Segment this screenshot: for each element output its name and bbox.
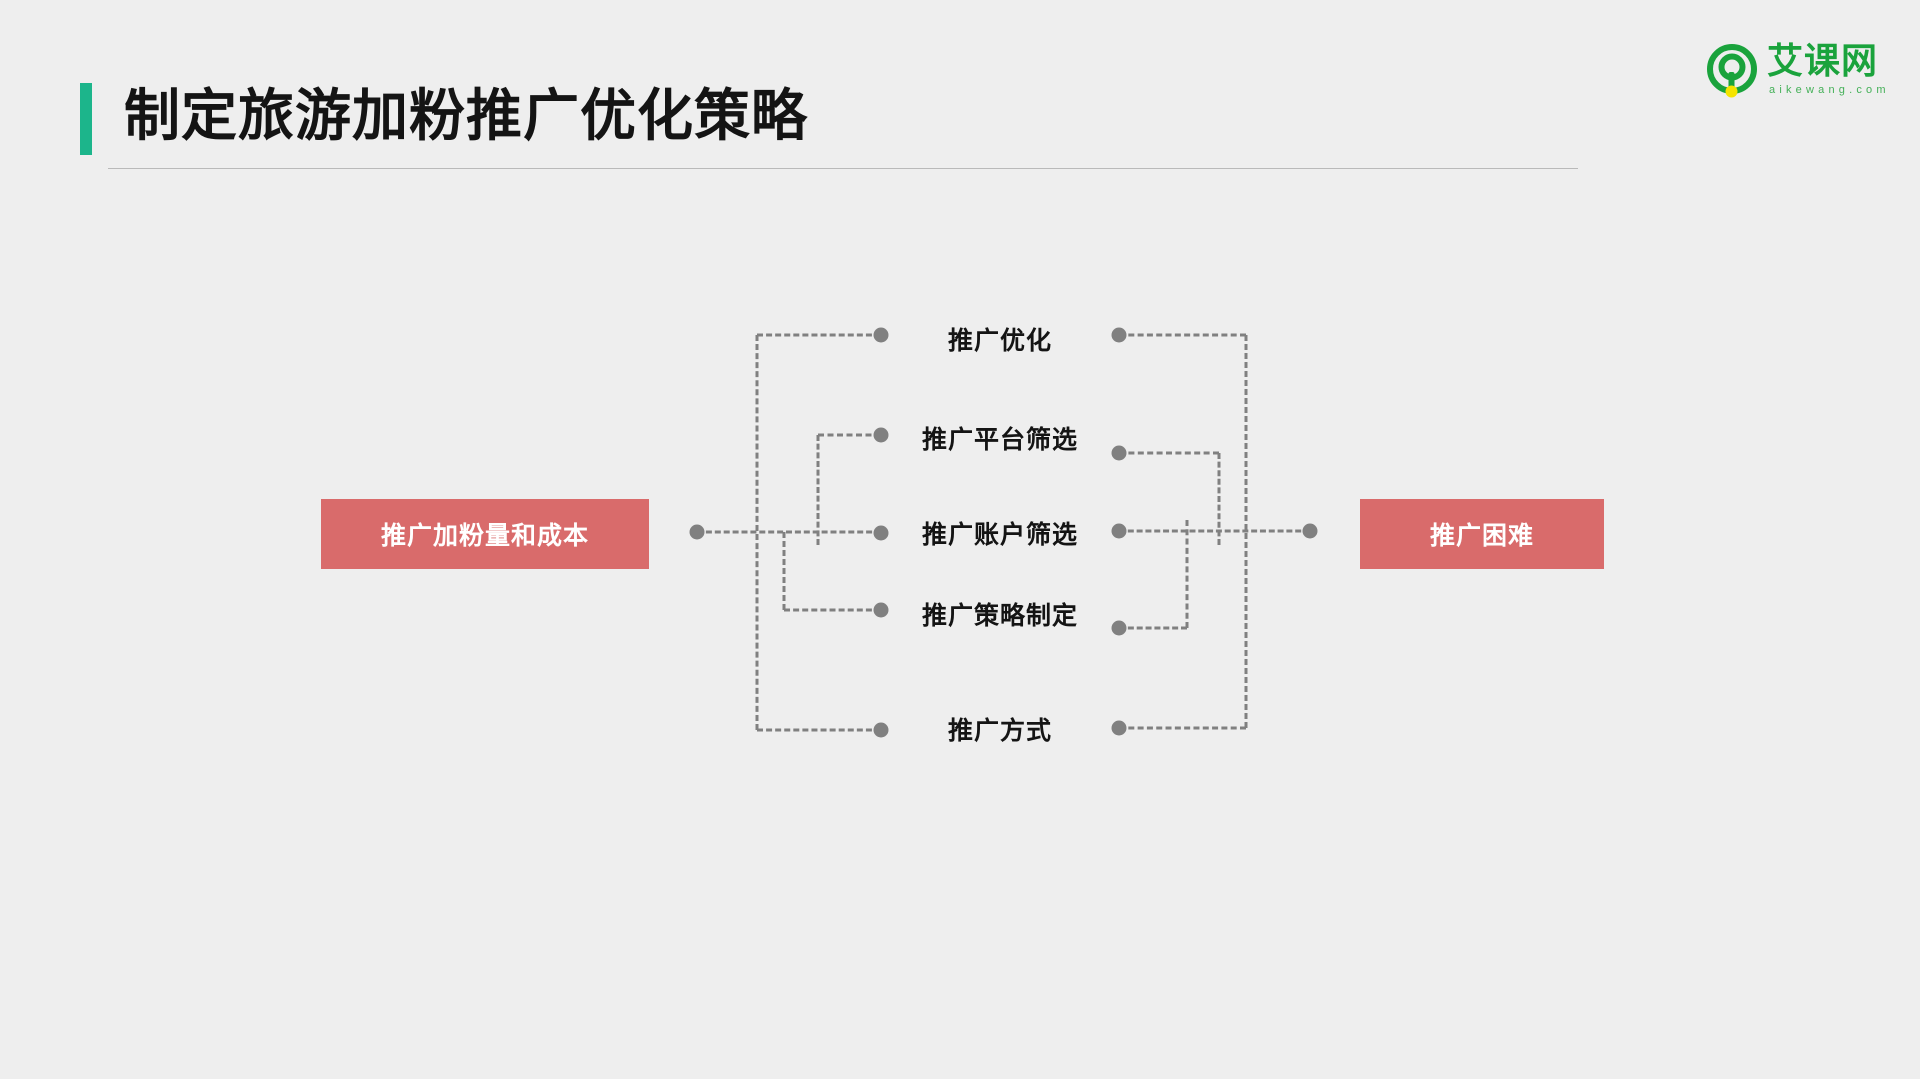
- trunk-dot-left: [689, 524, 705, 540]
- brand-logo: 艾课网 aikewang.com: [1705, 40, 1886, 102]
- connector-left-branch-5: [757, 728, 881, 732]
- connector-left-upper-spine: [816, 435, 820, 545]
- node-dot-right-1: [1111, 327, 1127, 343]
- connector-left-lower-spine: [782, 532, 786, 610]
- connector-right-branch-4: [1119, 626, 1187, 630]
- mindmap-node-1[interactable]: 推广优化: [947, 327, 1053, 355]
- mindmap-node-3[interactable]: 推广账户筛选: [921, 521, 1079, 549]
- connector-right-outer-spine: [1244, 335, 1248, 728]
- connector-right-trunk: [1119, 529, 1310, 533]
- logo-domain: aikewang.com: [1769, 84, 1890, 96]
- connector-right-branch-5: [1119, 726, 1246, 730]
- node-dot-right-4: [1111, 620, 1127, 636]
- node-dot-left-3: [873, 525, 889, 541]
- connector-right-branch-2: [1119, 451, 1219, 455]
- logo-wordmark: 艾课网: [1767, 40, 1879, 81]
- connector-left-branch-4: [784, 608, 881, 612]
- connector-left-trunk: [697, 530, 881, 534]
- title-accent-bar: [80, 83, 92, 155]
- connector-right-branch-1: [1119, 333, 1246, 337]
- node-dot-left-5: [873, 722, 889, 738]
- trunk-dot-right: [1302, 523, 1318, 539]
- aikewang-ring-logo-icon: [1705, 44, 1759, 98]
- node-dot-right-5: [1111, 720, 1127, 736]
- page-title: 制定旅游加粉推广优化策略: [124, 84, 808, 147]
- node-dot-right-2: [1111, 445, 1127, 461]
- title-divider-rule: [108, 168, 1578, 169]
- endpoint-box-left[interactable]: 推广加粉量和成本: [321, 499, 649, 569]
- node-dot-right-3: [1111, 523, 1127, 539]
- mindmap-node-4[interactable]: 推广策略制定: [921, 602, 1079, 630]
- connector-left-branch-2: [818, 433, 881, 437]
- connector-right-lower-spine: [1185, 520, 1189, 628]
- endpoint-box-right[interactable]: 推广困难: [1360, 499, 1604, 569]
- connector-right-upper-spine: [1217, 453, 1221, 545]
- mindmap-node-5[interactable]: 推广方式: [947, 717, 1053, 745]
- connector-left-branch-1: [757, 333, 881, 337]
- mindmap-node-2[interactable]: 推广平台筛选: [921, 426, 1079, 454]
- node-dot-left-1: [873, 327, 889, 343]
- node-dot-left-4: [873, 602, 889, 618]
- connector-left-outer-spine: [755, 335, 759, 730]
- node-dot-left-2: [873, 427, 889, 443]
